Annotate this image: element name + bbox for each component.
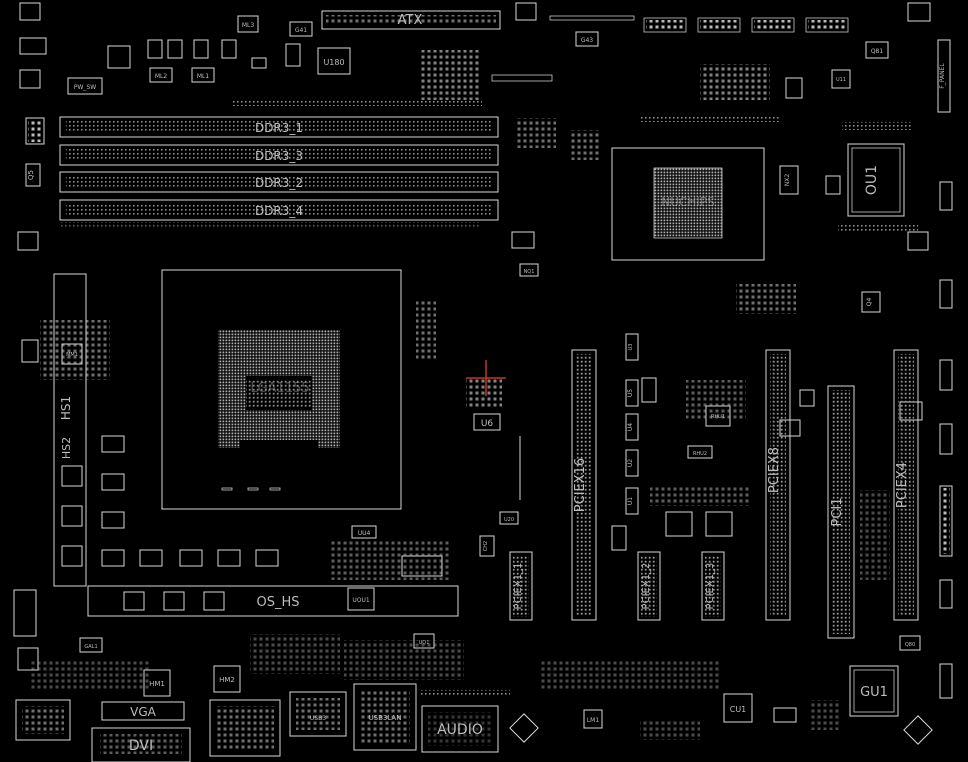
pciex16-label: PCIEX16	[573, 458, 588, 512]
hm1-label: HM1	[149, 680, 165, 688]
u5-label: U5	[627, 389, 634, 397]
g41-label: G41	[295, 27, 307, 34]
inter-slot-chips: U3 U5 U4 U2 U1 RHU1 RHU2	[611, 333, 890, 580]
uou1-label: UOU1	[352, 597, 370, 604]
hs2-label: HS2	[60, 437, 73, 459]
ch2-label: CH2	[483, 541, 489, 551]
cu1-label: CU1	[730, 705, 747, 714]
slot-pciex16: PCIEX16	[571, 349, 597, 621]
vga-label: VGA	[130, 705, 157, 719]
os-hs-label: OS_HS	[256, 595, 299, 610]
g43-label: G43	[581, 37, 593, 44]
pciex1-3-label: PCIEX1_3	[705, 563, 716, 610]
q5-label: Q5	[27, 170, 35, 180]
f-panel-label: F_PANEL	[939, 63, 946, 89]
ml1-label: ML1	[197, 73, 210, 80]
atx-label: ATX	[398, 13, 423, 28]
chipset-nuchips: NUCHIPS NX2	[611, 77, 803, 261]
nuchips-label: NUCHIPS	[661, 195, 715, 209]
vga-connector: VGA	[101, 701, 185, 721]
pciex1-1-label: PCIEX1_1	[513, 563, 524, 610]
ddr3-4-label: DDR3_4	[255, 204, 303, 218]
smd-clusters-top	[60, 50, 918, 314]
heatsink-os-hs: OS_HS UOU1	[87, 585, 459, 617]
slot-pciex1-3: PCIEX1_3	[701, 551, 725, 621]
pciex1-2-label: PCIEX1_2	[641, 563, 652, 610]
left-column-parts: Q5	[13, 117, 110, 671]
chip-ou1: OU1 Q4	[825, 143, 929, 313]
cpu-label: LGA1155	[250, 381, 309, 396]
u2-label: U2	[627, 459, 634, 467]
bottom-right-components: LM1 CU1 GU1 Q80	[509, 635, 933, 745]
dimm-slot-ddr3-2: DDR3_2	[59, 171, 499, 193]
slot-pciex1-2: PCIEX1_2	[637, 551, 661, 621]
bottom-components: GAL1 HM1 HM2	[15, 634, 510, 741]
audio-connector: AUDIO	[421, 705, 499, 753]
ddr3-1-label: DDR3_1	[255, 121, 303, 135]
pciex4-label: PCIEX4	[895, 462, 910, 508]
mid-components: NQ1 U6 U20 UU4 CH2 UQ1	[330, 231, 539, 649]
usb3-lan-connector: USB3LAN	[353, 683, 417, 751]
cpu-socket: LGA1155	[161, 269, 402, 510]
dimm-slot-ddr3-3: DDR3_3	[59, 144, 499, 166]
ddr3-2-label: DDR3_2	[255, 176, 303, 190]
u11-label: U11	[836, 77, 846, 83]
hs1-label: HS1	[59, 396, 73, 420]
nx2-label: NX2	[784, 174, 791, 187]
usb3-lan-label: USB3LAN	[369, 714, 402, 722]
atx-connector: ATX	[321, 10, 501, 30]
u180-label: U180	[323, 58, 344, 67]
usb3-connector: USB3	[289, 691, 347, 737]
u1-label: U1	[627, 497, 634, 505]
pci1-label: PCI1	[830, 497, 845, 526]
u4-label: U4	[627, 423, 634, 431]
top-header-group	[491, 15, 849, 82]
usb3-label: USB3	[310, 715, 326, 722]
top-left-components: ML2 ML1 ML3 G41 PW_SW U180 G43 Q81 U11 F…	[67, 15, 951, 113]
pw-sw-label: PW_SW	[74, 84, 96, 91]
u3-label: U3	[628, 344, 634, 351]
gu1-label: GU1	[860, 685, 888, 700]
hdmi-connector	[209, 699, 281, 757]
slot-pciex4: PCIEX4	[893, 349, 919, 621]
uu4-label: UU4	[358, 530, 371, 537]
mm1-label: MM1	[66, 352, 78, 358]
top-left-mounting	[19, 2, 931, 89]
dvi-connector: DVI	[91, 727, 191, 762]
u20-label: U20	[504, 517, 514, 523]
dimm-slot-ddr3-1: DDR3_1	[59, 116, 499, 138]
hm2-label: HM2	[219, 676, 235, 684]
ou1-label: OU1	[864, 165, 880, 195]
ml3-label: ML3	[242, 22, 255, 29]
q80-label: Q80	[905, 642, 915, 648]
q4-label: Q4	[866, 298, 873, 307]
audio-label: AUDIO	[437, 722, 483, 738]
ml2-label: ML2	[155, 73, 168, 80]
slot-pci1: PCI1	[827, 385, 855, 639]
dvi-label: DVI	[129, 738, 153, 754]
ddr3-3-label: DDR3_3	[255, 149, 303, 163]
heatsink-hs1: HS1 HS2 MM1	[53, 273, 87, 587]
nq1-label: NQ1	[524, 269, 535, 275]
dimm-slot-ddr3-4: DDR3_4	[59, 199, 499, 221]
vrm-chokes	[101, 435, 279, 567]
slot-pciex8: PCIEX8	[765, 349, 791, 621]
gal1-label: GAL1	[84, 644, 97, 650]
lm1-label: LM1	[587, 717, 600, 724]
u6-label: U6	[481, 419, 494, 429]
slot-pciex1-1: PCIEX1_1	[509, 551, 533, 621]
rhu2-label: RHU2	[693, 451, 707, 457]
q81-label: Q81	[871, 48, 884, 55]
dimm-slots: DDR3_1 DDR3_3 DDR3_2 DDR3_4	[59, 116, 499, 221]
pciex8-label: PCIEX8	[767, 447, 782, 493]
